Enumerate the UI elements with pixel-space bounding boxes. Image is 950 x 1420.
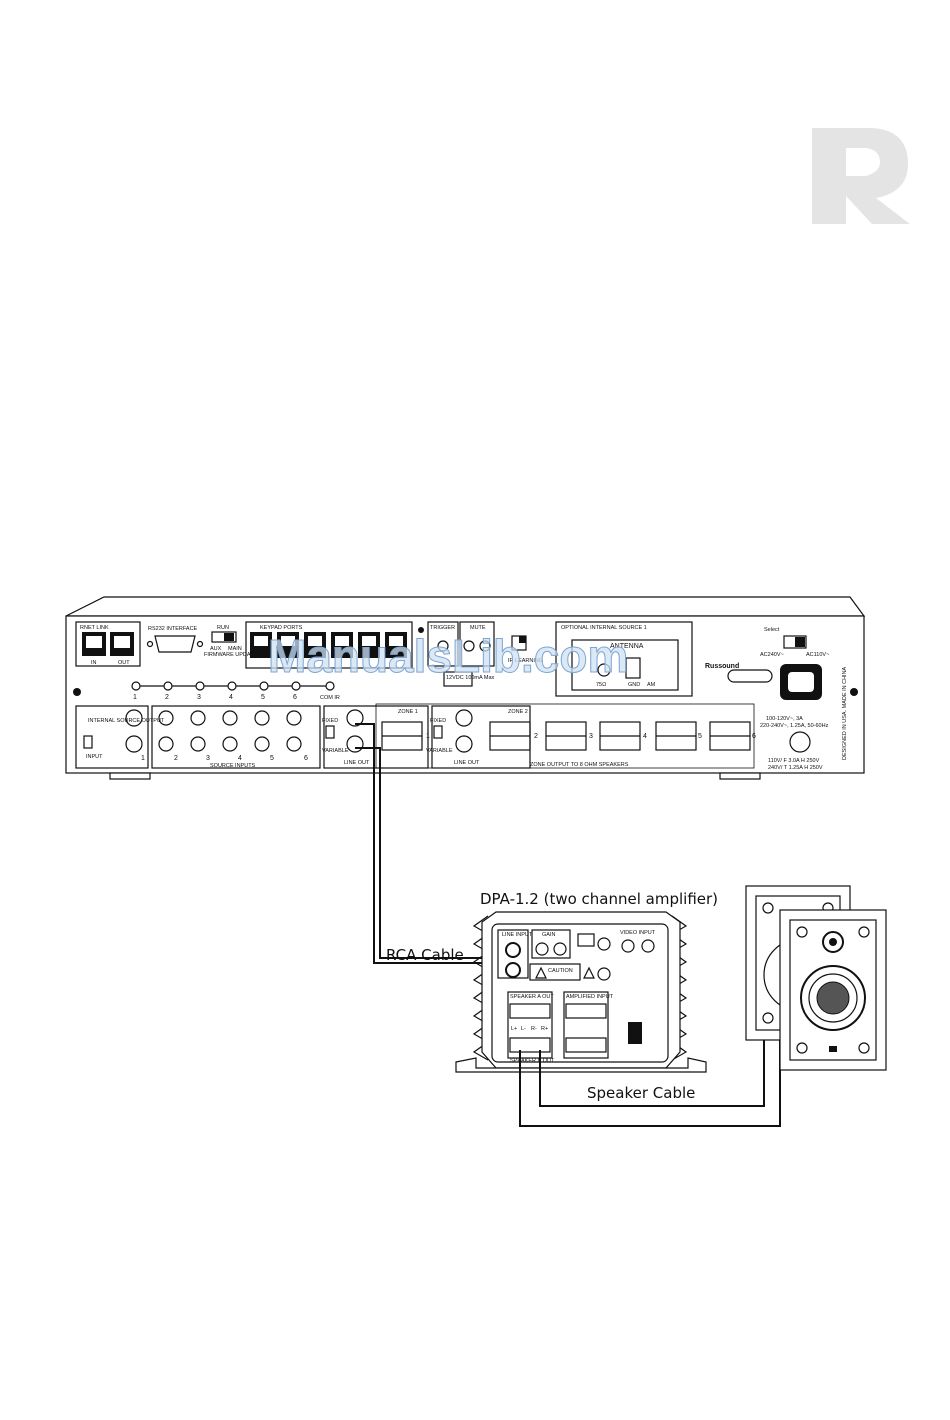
gnd-label: GND [628,682,640,688]
fuse2-label: 240V/ T 1.25A H 250V [768,765,823,771]
variable-label-1: VARIABLE [322,748,349,754]
manualslib-watermark: ManualsLib.com [268,630,628,682]
com-ir-label: COM IR [320,695,340,701]
main-label: MAIN [228,646,242,652]
speaker-b-out-label: SPEAKER B OUT [510,1058,555,1064]
ohm-label: 75Ω [596,682,606,688]
video-input-label: VIDEO INPUT [620,930,656,936]
fixed-label-1: FIXED [322,718,338,724]
source-number-3: 3 [206,755,210,762]
optional-source-label: OPTIONAL INTERNAL SOURCE 1 [561,625,647,631]
gain-label: GAIN [542,932,555,938]
ir-outputs-row [131,681,335,691]
zone-number-6: 6 [752,733,756,740]
fuse1-label: 110V/ F 3.0A H 250V [768,758,820,764]
power-rating-label: 100-120V~, 3A [766,716,803,722]
caution-label: CAUTION [548,968,573,974]
source-number-6: 6 [304,755,308,762]
receiver-back-panel: RNET LINK IN OUT RS232 INTERFACE RUN AUX… [65,596,866,780]
zone-number-3: 3 [589,733,593,740]
zone-number-2: 2 [534,733,538,740]
antenna-label: ANTENNA [610,643,644,650]
speaker-pair [745,885,887,1071]
aux-label: AUX [210,646,222,652]
ac110-label: AC110V~ [806,652,829,658]
run-label: RUN [217,625,229,631]
fixed-label-2: FIXED [430,718,446,724]
trigger-label: TRIGGER [430,625,455,631]
rs232-label: RS232 INTERFACE [148,626,198,632]
rca-cable [355,723,512,964]
source-number-4: 4 [238,755,242,762]
keypad-ports [250,632,407,658]
source-number-2: 2 [174,755,178,762]
power-12v-label: 12VDC 100mA Max [446,675,495,681]
zone1-label: ZONE 1 [398,709,418,715]
ir-number-3: 3 [197,694,201,701]
rnet-in-label: IN [91,660,97,666]
rnet-label: RNET LINK [80,625,109,631]
variable-label-2: VARIABLE [426,748,453,754]
ac240-label: AC240V~ [760,652,784,658]
speaker-a-out-label: SPEAKER A OUT [510,994,554,1000]
line-out-label-2: LINE OUT [454,760,480,766]
ir-number-2: 2 [165,694,169,701]
zone-number-4: 4 [643,733,647,740]
firmware-label: FIRMWARE UPDATE [204,652,257,658]
voltage-select-label: Select [764,627,780,633]
russound-r-logo [812,128,910,224]
line-input-label: LINE INPUT [502,932,533,938]
am-label: AM [647,682,656,688]
power-rating2-label: 220-240V~, 1.25A, 50-60Hz [760,723,829,729]
source-inputs-jacks [158,710,302,752]
line-out-label-1: LINE OUT [344,760,370,766]
input-label: INPUT [86,754,103,760]
mute-label: MUTE [470,625,486,631]
ir-learning-label: IR LEARNING [508,658,543,664]
ir-number-1: 1 [133,694,137,701]
brand-label: Russound [705,663,739,670]
speaker-cable [519,1010,781,1127]
dpa-amplifier: LINE INPUT GAIN VIDEO INPUT CAUTION SPEA… [455,911,707,1073]
zone-output-label: ZONE OUTPUT TO 8 OHM SPEAKERS [530,762,629,768]
terminal-r-minus: R- [531,1026,537,1032]
amplifier-label: DPA-1.2 (two channel amplifier) [480,890,718,908]
terminal-r-plus: R+ [541,1026,548,1032]
speaker-cable-label: Speaker Cable [587,1084,695,1102]
zone-speaker-terminals [381,721,751,751]
ir-number-6: 6 [293,694,297,701]
designed-label: DESIGNED IN USA. MADE IN CHINA [842,666,848,760]
zone2-label: ZONE 2 [508,709,528,715]
terminal-l-plus: L+ [511,1026,517,1032]
source-number-1: 1 [141,755,145,762]
rnet-out-label: OUT [118,660,130,666]
zone-number-5: 5 [698,733,702,740]
ir-number-4: 4 [229,694,233,701]
amplified-input-label: AMPLIFIED INPUT [566,994,614,1000]
terminal-l-minus: L- [521,1026,526,1032]
source-inputs-label: SOURCE INPUTS [210,763,256,769]
source-number-5: 5 [270,755,274,762]
rca-cable-label: RCA Cable [386,946,464,964]
keypad-ports-label: KEYPAD PORTS [260,625,303,631]
zone-number-1: 1 [426,733,430,740]
ir-number-5: 5 [261,694,265,701]
